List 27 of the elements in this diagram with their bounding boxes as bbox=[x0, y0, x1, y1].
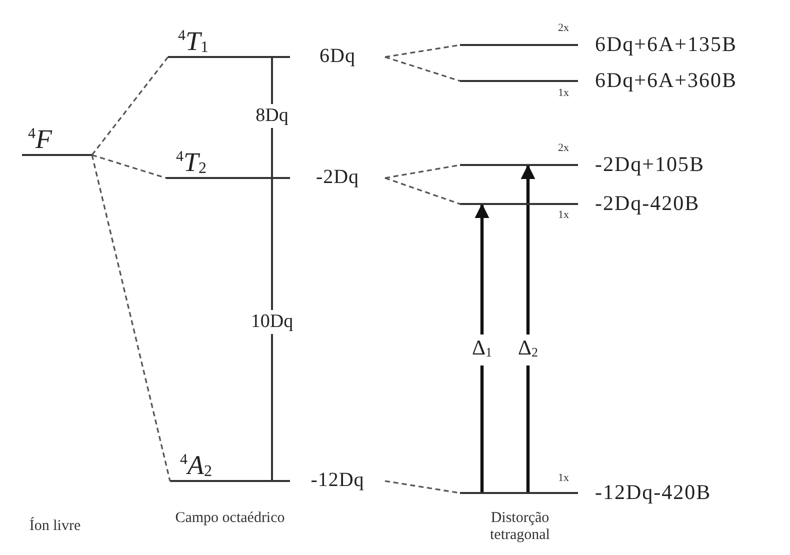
dashed-connector bbox=[91, 154, 171, 482]
dashed-connector bbox=[384, 177, 460, 205]
energy-value: -2Dq bbox=[314, 165, 360, 189]
energy-level-line bbox=[460, 44, 578, 46]
edge-label: Δ$_{1}$ bbox=[471, 334, 493, 366]
energy-level-line bbox=[460, 203, 578, 205]
energy-value: -2Dq-420B bbox=[595, 191, 700, 215]
term-symbol: $^{4}$T$_{2}$ bbox=[176, 146, 207, 179]
arrow bbox=[520, 164, 536, 492]
dashed-connector bbox=[91, 56, 169, 156]
column-caption: Campo octaédrico bbox=[175, 510, 285, 527]
edge-label: Δ$_{2}$ bbox=[517, 334, 539, 366]
energy-value: 6Dq bbox=[318, 44, 356, 68]
arrow bbox=[474, 204, 490, 492]
energy-value: -2Dq+105B bbox=[595, 152, 705, 176]
dashed-connector bbox=[384, 56, 460, 82]
term-symbol: $^{4}$A$_{2}$ bbox=[180, 449, 212, 482]
energy-value: 6Dq+6A+360B bbox=[595, 68, 738, 92]
energy-level-line bbox=[460, 164, 578, 166]
term-symbol: $^{4}$T$_{1}$ bbox=[178, 25, 209, 58]
energy-level-line bbox=[460, 80, 578, 82]
energy-value: -12Dq bbox=[310, 468, 366, 492]
energy-value: -12Dq-420B bbox=[595, 480, 712, 504]
energy-value: 6Dq+6A+135B bbox=[595, 32, 738, 56]
dashed-connector bbox=[92, 154, 166, 179]
energy-level-line bbox=[460, 492, 578, 494]
term-symbol: $^{4}$F bbox=[28, 123, 52, 154]
